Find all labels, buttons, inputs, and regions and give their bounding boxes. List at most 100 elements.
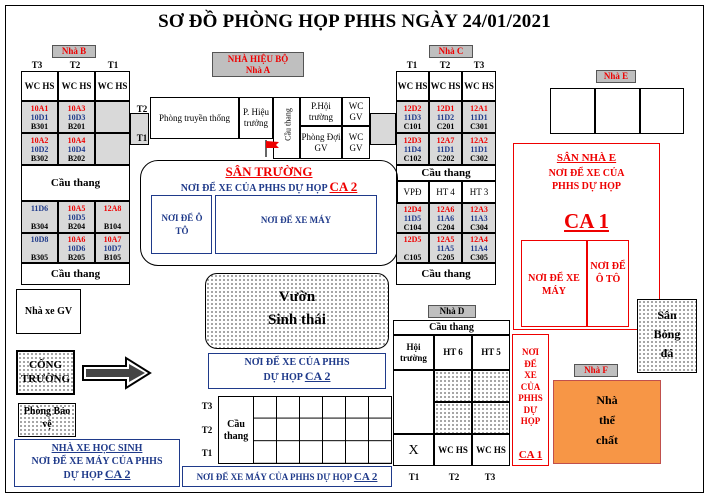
vuon-sinh-thai-line2: Sinh thái [268,312,326,328]
nha-the-chat [553,380,661,464]
nha-c-wc-3: WC HS [462,71,496,101]
nha-b-stairs: Cầu thang [21,165,130,201]
nha-b-stairs-2: Cầu thang [21,263,130,285]
ca1-vertical-label: NƠI ĐỂ XE CỦA PHHS DỰ HỌP [518,347,543,426]
wc-gv-1: WC GV [342,97,370,126]
nha-a-stairs: Cầu thang [273,97,300,159]
nha-c-floor-t1: T1 [406,60,418,70]
nha-d-floor-t2: T2 [448,472,460,482]
nha-b-tag: Nhà B [52,45,96,58]
hoi-truong: Hội trường [393,335,434,370]
san-bong-da [637,299,697,373]
ca1-vertical-parking [512,334,549,466]
nha-c-stairs-2: Cầu thang [396,263,496,285]
bottom-block-stairs-label: Cầu thang [223,419,249,442]
bottom-floor-t3: T3 [201,401,213,411]
nha-e-oto-box [587,240,629,327]
ht5-room: HT 5 [472,335,510,370]
phong-doi-gv: Phòng Đợi GV [300,126,342,159]
page-title: SƠ ĐỒ PHÒNG HỌP PHHS NGÀY 24/01/2021 [158,11,551,32]
san-nha-e [513,143,660,330]
nha-xe-gv [16,289,81,334]
nha-xe-hoc-sinh-line: NƠI ĐỂ XE MÁY CỦA PHHS [31,456,163,467]
bottom-floor-t2: T2 [201,425,213,435]
room-b304: 11D6 B304 [21,201,58,233]
ht4-room: HT 4 [429,181,462,203]
vuon-sinh-thai [205,273,389,349]
nha-d-tag: Nhà D [428,305,476,318]
nha-d-x-room: X [393,434,434,466]
ht3-room: HT 3 [462,181,496,203]
corridor-a-c [370,113,396,145]
phong-bao-ve [18,403,76,437]
nha-f-tag: Nhà F [574,364,618,377]
nha-d-wc-1: WC HS [434,434,472,466]
nha-b-wc-1: WC HS [21,71,58,101]
nha-d-floor-t1: T1 [408,472,420,482]
nha-d-dotted-4 [472,402,510,434]
phong-truyen-thong: Phòng truyền thống [150,97,239,139]
san-nha-e-title: SÂN NHÀ E [556,152,617,164]
bottom-block-stairs [218,396,254,464]
san-bong-da-label: Sân Bóng đá [653,308,681,360]
nha-d-dotted-3 [434,402,472,434]
cong-truong [16,350,75,395]
nha-c-floor-t2: T2 [439,60,451,70]
room-b-empty-2 [95,133,130,165]
corridor-b-a [130,113,149,145]
nha-xe-hoc-sinh-title: NHÀ XE HỌC SINH [51,443,143,454]
nha-c-tag: Nhà C [429,45,473,58]
mid-ca2-line1: NƠI ĐỂ XE CỦA PHHS [244,357,350,368]
nha-c-wc-2: WC HS [429,71,462,101]
nha-a-stairs-label: Cầu thang [283,108,293,141]
wc-gv-2: WC GV [342,126,370,159]
nha-a-floor-t1: T1 [136,133,148,143]
nha-d-floor-t3: T3 [484,472,496,482]
nha-b-floor-t1: T1 [107,60,119,70]
san-truong-ca2-line: NƠI ĐỂ XE CỦA PHHS DỰ HỌP CA 2 [180,179,358,194]
nha-xe-gv-label: Nhà xe GV [24,306,73,317]
p-hieu-truong: P. Hiệu trưởng [239,97,273,139]
bottom-strip-label: NƠI ĐỂ XE MÁY CỦA PHHS DỰ HỌP CA 2 [196,471,378,483]
nha-e-room-2 [595,88,640,134]
nha-d-stairs: Cầu thang [393,320,510,335]
room-b104: 12A8 B104 [95,201,130,233]
noi-de-oto-label: NƠI ĐỂ Ô TÔ [161,213,203,236]
nha-d-dotted-2 [472,370,510,402]
nha-b-wc-2: WC HS [58,71,95,101]
nha-xe-hoc-sinh-ca2: DỰ HỌP CA 2 [63,467,131,481]
nha-a-floor-t2: T2 [136,104,148,114]
p-hoi-truong: P.Hội trường [300,97,342,126]
entrance-arrow-icon [82,356,152,390]
noi-de-xe-may-san-truong [215,195,377,254]
nha-d-left-col [393,370,434,434]
nha-d-dotted-1 [434,370,472,402]
san-nha-e-line: NƠI ĐỂ XE CỦA PHHS DỰ HỌP [548,168,625,192]
nha-e-xe-may-box [521,240,587,327]
nha-e-oto-label: NƠI ĐỂ Ô TÔ [590,261,626,285]
nha-b-wc-3: WC HS [95,71,130,101]
phong-bao-ve-label: Phòng Bảo vệ [23,406,71,430]
nha-c-floor-t3: T3 [473,60,485,70]
nha-the-chat-label: Nhà thể chất [596,393,618,447]
bottom-strip-parking [182,466,392,487]
vuon-sinh-thai-line1: Vườn [278,289,316,305]
nha-e-xe-may-label: NƠI ĐỂ XE MÁY [528,273,580,297]
nha-e-room-1 [550,88,595,134]
